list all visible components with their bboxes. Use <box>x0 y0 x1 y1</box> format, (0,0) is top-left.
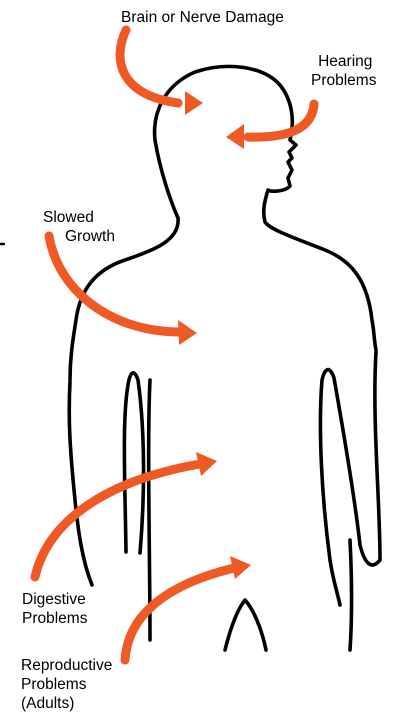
body-left-side <box>149 380 150 640</box>
reproductive-arrowhead <box>230 556 251 579</box>
growth-label-line-2: Growth <box>43 227 115 246</box>
digestive-label: Digestive Problems <box>22 590 87 628</box>
digestive-label-line-1: Digestive <box>22 590 87 609</box>
reproductive-label-line-2: Problems <box>21 675 112 694</box>
hearing-label: Hearing Problems <box>311 52 376 90</box>
growth-arrowhead <box>178 320 197 345</box>
arrows <box>35 30 314 660</box>
body-outline <box>0 66 380 650</box>
left-arm-outer <box>69 382 92 585</box>
digestive-arrow <box>35 464 200 577</box>
legs-arch <box>225 600 266 650</box>
reproductive-label-line-1: Reproductive <box>21 656 112 675</box>
growth-arrow <box>49 236 180 332</box>
body-right-side <box>350 540 352 650</box>
reproductive-label-line-3: (Adults) <box>21 694 112 713</box>
left-arm-inner <box>124 373 143 553</box>
reproductive-arrow <box>125 568 234 660</box>
brain-arrowhead <box>185 91 203 115</box>
digestive-arrowhead <box>196 452 217 476</box>
growth-label-line-1: Slowed <box>43 208 115 227</box>
growth-label: Slowed Growth <box>43 208 115 246</box>
brain-label: Brain or Nerve Damage <box>121 8 284 27</box>
hearing-label-line-1: Hearing <box>311 52 376 71</box>
hearing-arrowhead <box>226 124 244 149</box>
digestive-label-line-2: Problems <box>22 609 87 628</box>
hearing-label-line-2: Problems <box>311 71 376 90</box>
reproductive-label: Reproductive Problems (Adults) <box>21 656 112 713</box>
hearing-arrow <box>248 104 314 137</box>
